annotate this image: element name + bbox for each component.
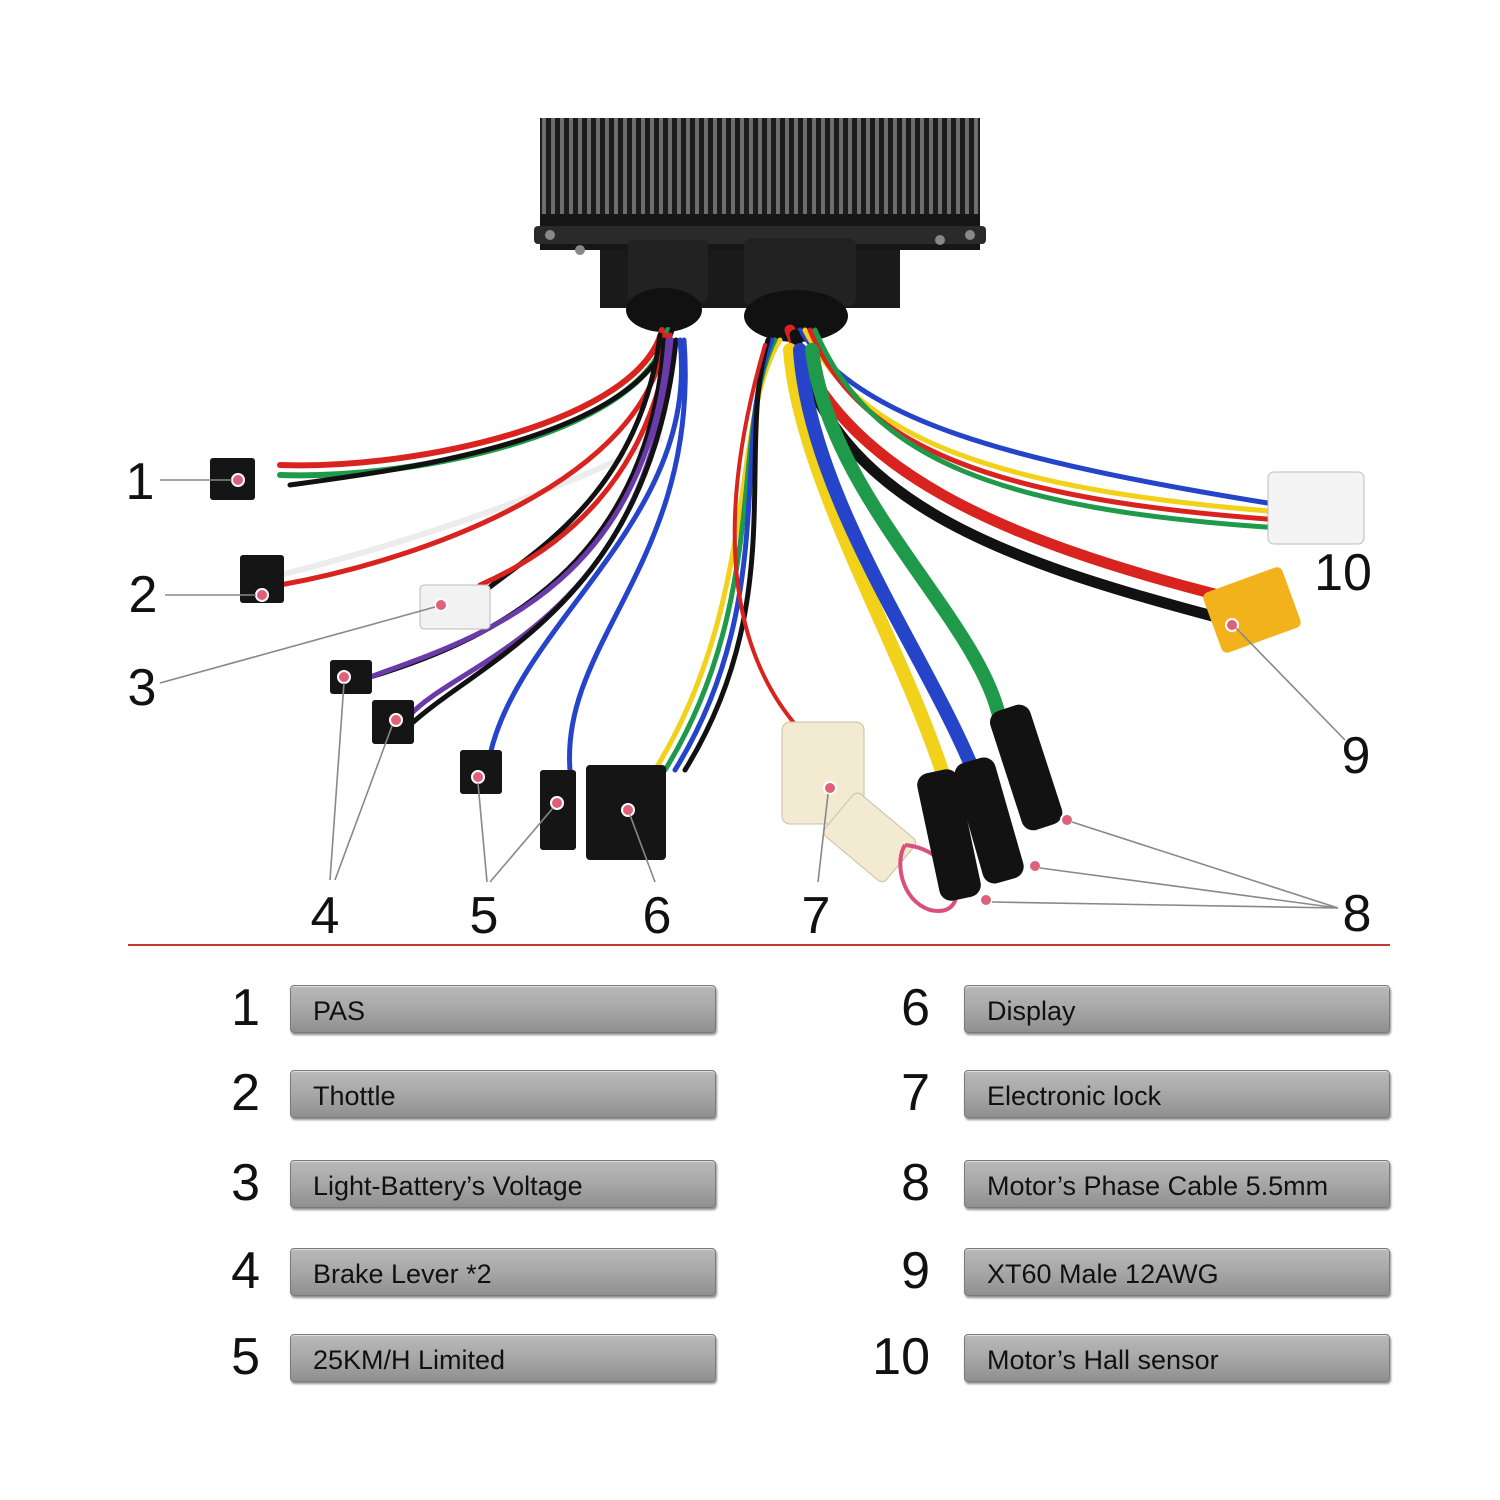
callout-10: 10 bbox=[1314, 544, 1372, 602]
legend-number: 5 bbox=[231, 1328, 260, 1386]
left-wire-harness bbox=[277, 327, 688, 773]
legend-label-box: Thottle bbox=[290, 1070, 716, 1118]
callout-3: 3 bbox=[127, 659, 157, 717]
legend-label: PAS bbox=[313, 996, 366, 1026]
legend-number: 1 bbox=[231, 979, 260, 1037]
legend-label-box: Electronic lock bbox=[964, 1070, 1390, 1118]
legend-label: Brake Lever *2 bbox=[313, 1259, 492, 1289]
legend-number: 4 bbox=[231, 1242, 260, 1300]
callout-7: 7 bbox=[801, 887, 831, 945]
legend-label-box: Motor’s Hall sensor bbox=[964, 1334, 1390, 1382]
callout-1: 1 bbox=[125, 453, 155, 511]
legend-number: 10 bbox=[872, 1328, 930, 1386]
legend-label-box: Light-Battery’s Voltage bbox=[290, 1160, 716, 1208]
legend-label-box: PAS bbox=[290, 985, 716, 1033]
bullet-connector-icon bbox=[917, 704, 1063, 901]
callout-6: 6 bbox=[642, 887, 672, 945]
legend-label: Light-Battery’s Voltage bbox=[313, 1171, 583, 1201]
legend-number: 2 bbox=[231, 1064, 260, 1122]
legend-label-box: Brake Lever *2 bbox=[290, 1248, 716, 1296]
legend-label-box: Display bbox=[964, 985, 1390, 1033]
legend-label: 25KM/H Limited bbox=[313, 1345, 506, 1375]
legend-label: Motor’s Hall sensor bbox=[987, 1345, 1219, 1375]
legend-number: 3 bbox=[231, 1154, 260, 1212]
legend-number: 8 bbox=[901, 1154, 930, 1212]
cable-gland-icon bbox=[626, 238, 856, 342]
callout-9: 9 bbox=[1341, 727, 1371, 785]
wiring-diagram bbox=[159, 118, 1365, 913]
callout-5: 5 bbox=[469, 887, 499, 945]
legend-number: 9 bbox=[901, 1242, 930, 1300]
legend-label: Electronic lock bbox=[987, 1081, 1162, 1111]
callout-8: 8 bbox=[1342, 885, 1372, 943]
leader-lines bbox=[159, 479, 1346, 909]
legend-number: 7 bbox=[901, 1064, 930, 1122]
right-wire-harness bbox=[652, 324, 1283, 787]
legend-label: Display bbox=[987, 996, 1076, 1026]
xt60-plug-icon bbox=[1203, 567, 1301, 653]
callout-4: 4 bbox=[310, 887, 340, 945]
legend-label: XT60 Male 12AWG bbox=[987, 1259, 1219, 1289]
legend-label-box: 25KM/H Limited bbox=[290, 1334, 716, 1382]
legend-label-box: Motor’s Phase Cable 5.5mm bbox=[964, 1160, 1390, 1208]
section-divider bbox=[128, 944, 1390, 946]
legend-label: Motor’s Phase Cable 5.5mm bbox=[987, 1171, 1329, 1201]
connector-plug-icon bbox=[210, 458, 1365, 913]
legend-label: Thottle bbox=[313, 1081, 396, 1111]
legend-label-box: XT60 Male 12AWG bbox=[964, 1248, 1390, 1296]
callout-2: 2 bbox=[128, 566, 158, 624]
legend-number: 6 bbox=[901, 979, 930, 1037]
